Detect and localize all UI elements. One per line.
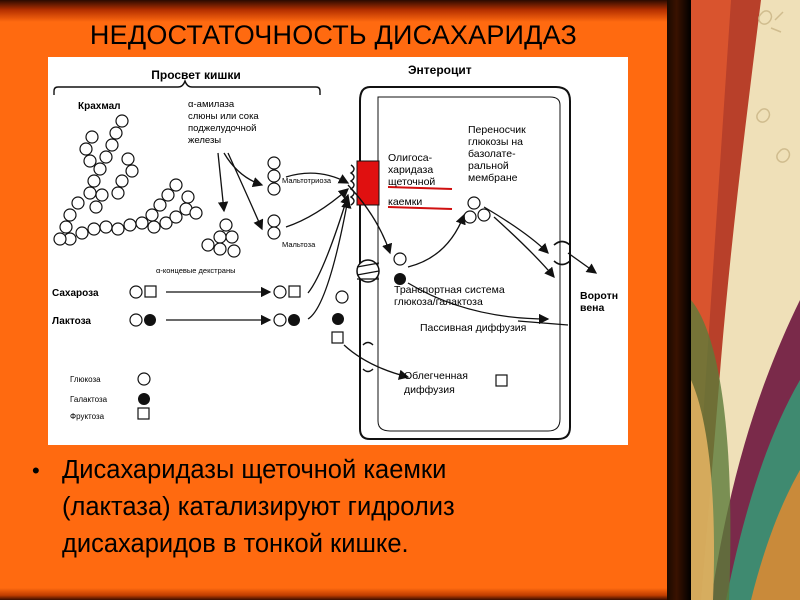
maltose-molecule [267, 214, 281, 240]
maltose-label: Мальтоза [282, 240, 316, 249]
facilitated-channel [362, 341, 374, 373]
enterocyte-inner-membrane [377, 96, 561, 432]
sucrose-fructose [144, 285, 157, 298]
bullet-list: • Дисахаридазы щеточной каемки (лактаза)… [30, 452, 650, 563]
lactose-label: Лактоза [52, 316, 91, 327]
transporter-line-4: ральной [468, 160, 509, 172]
lumen-bracket [53, 78, 321, 95]
oligosaccharidase-line-3: щеточной [388, 176, 435, 188]
basolateral-transporter [553, 240, 571, 266]
glucose-galactose-transporter [356, 259, 380, 283]
transport-system-line-1: Транспортная система [394, 284, 505, 296]
flow-arrows [166, 152, 598, 380]
starch-label: Крахмал [78, 101, 121, 112]
lumen-header: Просвет кишки [151, 68, 241, 82]
oligosaccharidase-line-4: каемки [388, 196, 422, 208]
slide-title: НЕДОСТАТОЧНОСТЬ ДИСАХАРИДАЗ [89, 20, 578, 50]
portal-vein-line-1: Воротн [580, 290, 618, 302]
enterocyte-membrane [359, 86, 571, 440]
amylase-line-3: поджелудочной [188, 123, 256, 134]
enterocyte-header: Энтероцит [408, 63, 472, 77]
passive-diffusion-label: Пассивная диффузия [420, 322, 526, 334]
lactose-glucose [129, 313, 143, 327]
maltotriose-label: Мальтотриоза [282, 176, 332, 185]
digestion-diagram: Просвет кишки Энтероцит Крахмал α-амилаз… [48, 57, 628, 445]
legend-galactose-label: Галактоза [70, 395, 108, 404]
transporter-line-5: мембране [468, 172, 518, 184]
diagram-svg: Просвет кишки Энтероцит Крахмал α-амилаз… [52, 63, 618, 440]
decorative-side-panel [691, 0, 800, 600]
amylase-line-1: α-амилаза [188, 99, 235, 110]
maltotriose-molecule [267, 156, 281, 196]
legend-glucose-symbol [137, 372, 151, 386]
lactose-galactose [144, 314, 156, 326]
oligosaccharidase-line-1: Олигоса- [388, 152, 433, 164]
bullet-line-2: (лактаза) катализируют гидролиз [62, 493, 455, 521]
bullet-line-1: Дисахаридазы щеточной каемки [62, 456, 447, 484]
bullet-item: • Дисахаридазы щеточной каемки (лактаза)… [30, 452, 650, 563]
oligosaccharidase-enzyme [356, 160, 380, 206]
slide-divider [667, 0, 691, 600]
oligosaccharidase-line-2: харидаза [388, 164, 433, 176]
dextrins-label: α-концевые декстраны [156, 266, 236, 275]
dextrin-molecule [201, 218, 241, 258]
legend-fructose-label: Фруктоза [70, 412, 105, 421]
facilitated-diffusion-line-2: диффузия [404, 384, 455, 396]
portal-vein-line-2: вена [580, 302, 604, 314]
transport-system-line-2: глюкоза/галактоза [394, 296, 483, 308]
bullet-line-3: дисахаридов в тонкой кишке. [62, 530, 409, 558]
legend-galactose-symbol [138, 393, 150, 405]
sucrose-label: Сахароза [52, 288, 99, 299]
facilitated-diffusion-line-1: Облегченная [404, 370, 468, 382]
legend-fructose-symbol [137, 407, 150, 420]
transporter-line-3: базолате- [468, 148, 516, 160]
starch-molecule [53, 114, 203, 246]
transporter-line-1: Переносчик [468, 124, 526, 136]
transporter-line-2: глюкозы на [468, 136, 523, 148]
amylase-line-4: железы [188, 135, 221, 146]
amylase-line-2: слюны или сока [188, 111, 259, 122]
sucrose-glucose [129, 285, 143, 299]
bullet-symbol: • [32, 458, 40, 483]
legend-glucose-label: Глюкоза [70, 375, 101, 384]
